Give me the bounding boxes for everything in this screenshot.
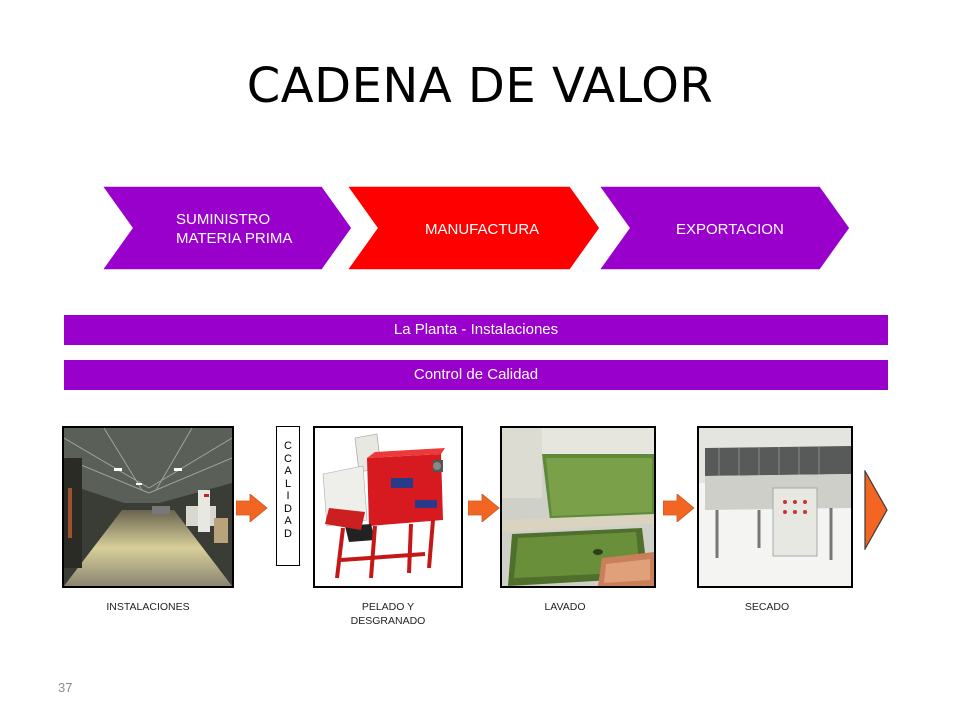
photo-lavado	[500, 426, 656, 588]
chevron-exportacion	[597, 185, 851, 271]
arrow-right-icon	[236, 494, 268, 522]
calidad-letter: D	[284, 502, 292, 515]
chevron-manufactura-label: MANUFACTURA	[425, 221, 540, 238]
chevron-manufactura	[345, 185, 601, 271]
chevron-suministro-label-1: SUMINISTRO	[176, 211, 271, 228]
chevron-suministro	[100, 185, 353, 271]
bar-planta-instalaciones: La Planta - Instalaciones	[64, 315, 888, 345]
photo-pelado-desgranado	[313, 426, 463, 588]
arrow-right-icon	[468, 494, 500, 522]
value-chain-chevrons	[100, 185, 851, 271]
calidad-letter: C	[284, 452, 292, 465]
calidad-letter: A	[284, 465, 292, 477]
photo-secado	[697, 426, 853, 588]
caption-pelado-line2: DESGRANADO	[350, 615, 426, 627]
page-number: 37	[58, 680, 73, 695]
caption-pelado-line1: PELADO Y	[361, 601, 415, 613]
calidad-letter: I	[286, 490, 290, 502]
calidad-letter: D	[284, 527, 292, 540]
calidad-letter: A	[284, 515, 292, 527]
calidad-letter: C	[284, 440, 292, 452]
calidad-letter: L	[284, 477, 292, 490]
arrow-right-icon	[663, 494, 695, 522]
slide-title: CADENA DE VALOR	[246, 58, 714, 114]
chevron-suministro-label-2: MATERIA PRIMA	[176, 230, 293, 247]
photo-instalaciones	[62, 426, 234, 588]
calidad-vertical-label: C C A L I D A D	[276, 426, 300, 566]
caption-lavado: LAVADO	[544, 601, 586, 613]
chevron-exportacion-label: EXPORTACION	[676, 221, 784, 238]
arrow-right-icon	[864, 470, 888, 550]
bar-control-calidad: Control de Calidad	[64, 360, 888, 390]
caption-instalaciones: INSTALACIONES	[106, 601, 190, 613]
caption-secado: SECADO	[744, 601, 790, 613]
